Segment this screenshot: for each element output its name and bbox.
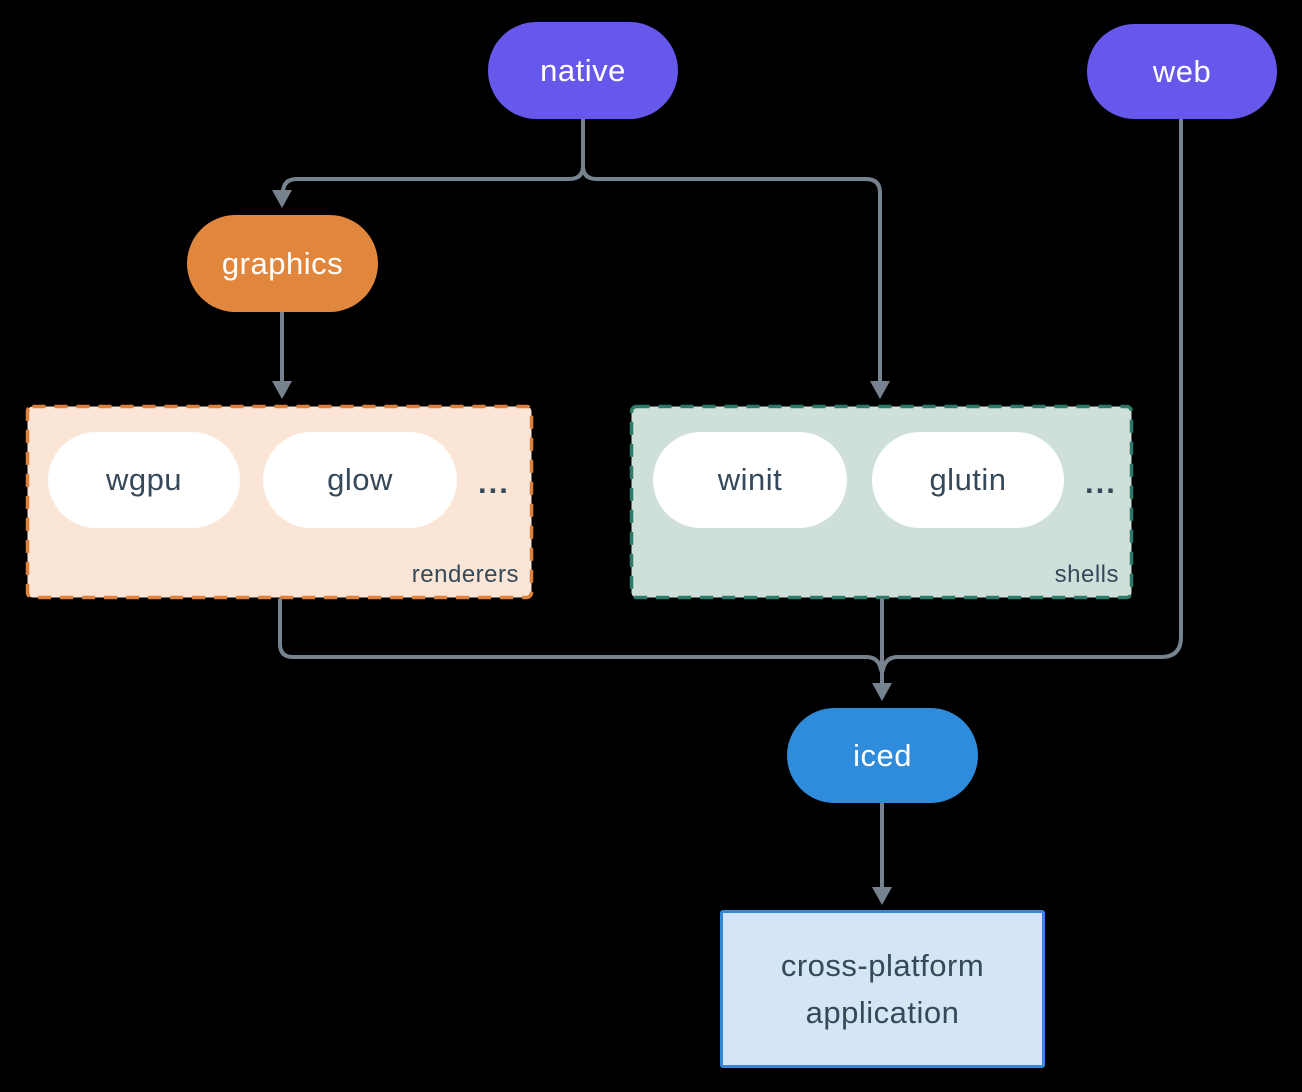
shells-group: winit glutin ... shells (630, 405, 1133, 599)
arrowhead-into-shells (870, 381, 890, 399)
renderers-group-label: renderers (411, 561, 519, 588)
arrowhead-into-graphics (272, 190, 292, 208)
shells-ellipsis: ... (1085, 465, 1117, 500)
node-native: native (488, 22, 678, 119)
renderers-group: wgpu glow ... renderers (26, 405, 533, 599)
node-winit-label: winit (717, 462, 783, 497)
arrowhead-into-renderers (272, 381, 292, 399)
node-application: cross-platform application (720, 910, 1045, 1068)
edge-web-iced (881, 115, 1183, 672)
node-web: web (1087, 24, 1277, 119)
node-application-label-line2: application (805, 995, 960, 1030)
node-iced-label: iced (853, 737, 912, 773)
node-glutin: glutin (872, 432, 1064, 528)
node-glow-label: glow (327, 462, 393, 497)
node-winit: winit (653, 432, 847, 528)
shells-group-label: shells (1054, 561, 1119, 588)
node-application-label-line1: cross-platform (780, 948, 985, 983)
node-graphics: graphics (187, 215, 378, 312)
node-wgpu-label: wgpu (105, 462, 183, 497)
node-web-label: web (1152, 53, 1212, 89)
node-iced: iced (787, 708, 978, 803)
node-glow: glow (263, 432, 457, 528)
node-wgpu: wgpu (48, 432, 240, 528)
node-native-label: native (540, 52, 626, 88)
arrowhead-into-application (872, 887, 892, 905)
edge-native-shells (581, 116, 882, 390)
edge-renderers-iced (278, 598, 883, 672)
edge-native-graphics (281, 116, 585, 198)
renderers-ellipsis: ... (478, 465, 510, 500)
node-graphics-label: graphics (221, 245, 344, 281)
node-glutin-label: glutin (929, 462, 1007, 497)
arrowhead-into-iced (872, 683, 892, 701)
